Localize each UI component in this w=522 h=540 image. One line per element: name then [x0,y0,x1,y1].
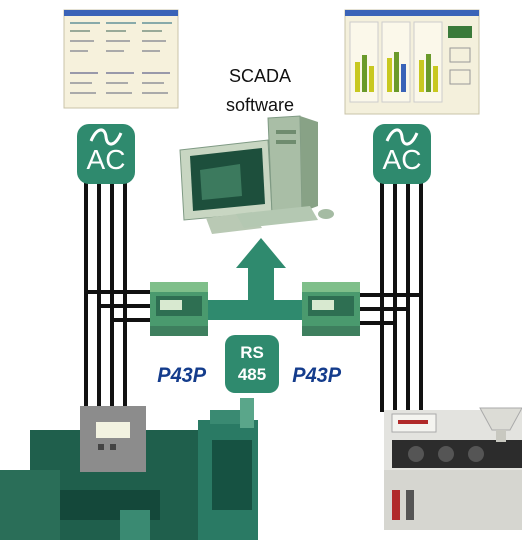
left-meter-label: P43P [157,364,207,387]
rs485-bus-badge: RS 485 [225,335,279,393]
communication-bus [208,238,314,320]
rs485-label-line2: 485 [237,365,267,384]
right-screenshot-thumbnail [344,9,480,115]
right-industrial-machine [384,407,522,530]
left-ac-label: AC [86,144,126,175]
right-power-lines [360,180,423,412]
left-industrial-machine [0,398,258,540]
left-power-lines [84,180,152,420]
left-meter-device [150,282,208,336]
left-screenshot-thumbnail [63,9,179,109]
scada-label-line1: SCADA [228,66,291,86]
left-ac-supply-badge: AC [77,124,135,184]
computer-icon [179,115,334,234]
rs485-label-line1: RS [240,343,264,362]
scada-label-line2: software [225,95,295,115]
ac-wave-icon [373,124,431,148]
right-ac-label: AC [382,144,422,175]
right-ac-supply-badge: AC [373,124,431,184]
ac-wave-icon [77,124,135,148]
scada-software-label: SCADA software [200,62,320,120]
right-meter-device [302,282,360,336]
right-meter-label: P43P [292,364,342,387]
